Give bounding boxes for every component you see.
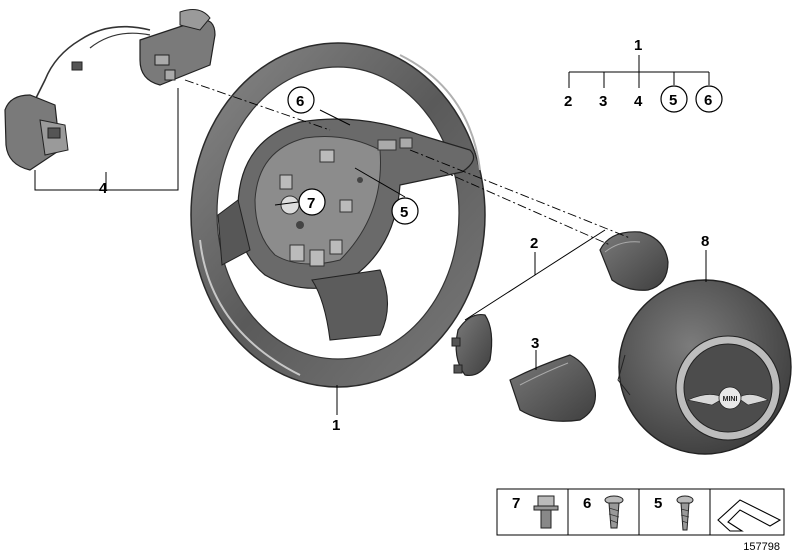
tree-child-3: 3	[599, 93, 607, 110]
logo-badge-icon	[718, 386, 742, 410]
trim-cover-lower	[451, 313, 493, 377]
small-screw-icon	[676, 495, 694, 531]
callout-3: 3	[531, 335, 539, 352]
callout-1: 1	[332, 417, 340, 434]
callout-2: 2	[530, 235, 538, 252]
flange-bolt-icon	[533, 495, 559, 529]
tree-child-4: 4	[634, 93, 643, 110]
callout-6: 6	[296, 93, 304, 110]
steering-wheel	[190, 42, 486, 388]
callouts: 4 6 7 5 2 3 8 1	[99, 86, 709, 434]
callout-7: 7	[307, 195, 315, 212]
fastener-label-7: 7	[512, 495, 520, 512]
fastener-label-6: 6	[583, 495, 591, 512]
callout-8: 8	[701, 233, 709, 250]
fastener-box: 7 6 5	[496, 488, 785, 536]
tree-child-5: 5	[669, 92, 677, 109]
torx-screw-icon	[604, 495, 624, 529]
tree-child-5-circle	[660, 85, 688, 113]
tree-child-2: 2	[564, 93, 572, 110]
switch-cluster-harness	[4, 9, 216, 171]
callout-5: 5	[400, 204, 408, 221]
leader-lines	[34, 79, 707, 415]
tree-top: 1	[634, 37, 642, 54]
callout-6-circle	[287, 86, 315, 114]
tree-child-6: 6	[704, 92, 712, 109]
logo-text: MINI	[723, 396, 738, 403]
callout-4: 4	[99, 180, 108, 197]
lower-trim	[509, 354, 597, 422]
airbag-module: MINI	[617, 279, 792, 455]
fastener-label-5: 5	[654, 495, 662, 512]
trim-cover-upper	[599, 231, 669, 291]
position-arrow-icon	[717, 499, 782, 532]
part-tree: 1 2 3 4 5 6	[564, 37, 723, 113]
tree-child-6-circle	[695, 85, 723, 113]
diagram-number: 157798	[743, 541, 780, 553]
callout-7-circle	[298, 188, 326, 216]
callout-5-circle	[391, 197, 419, 225]
